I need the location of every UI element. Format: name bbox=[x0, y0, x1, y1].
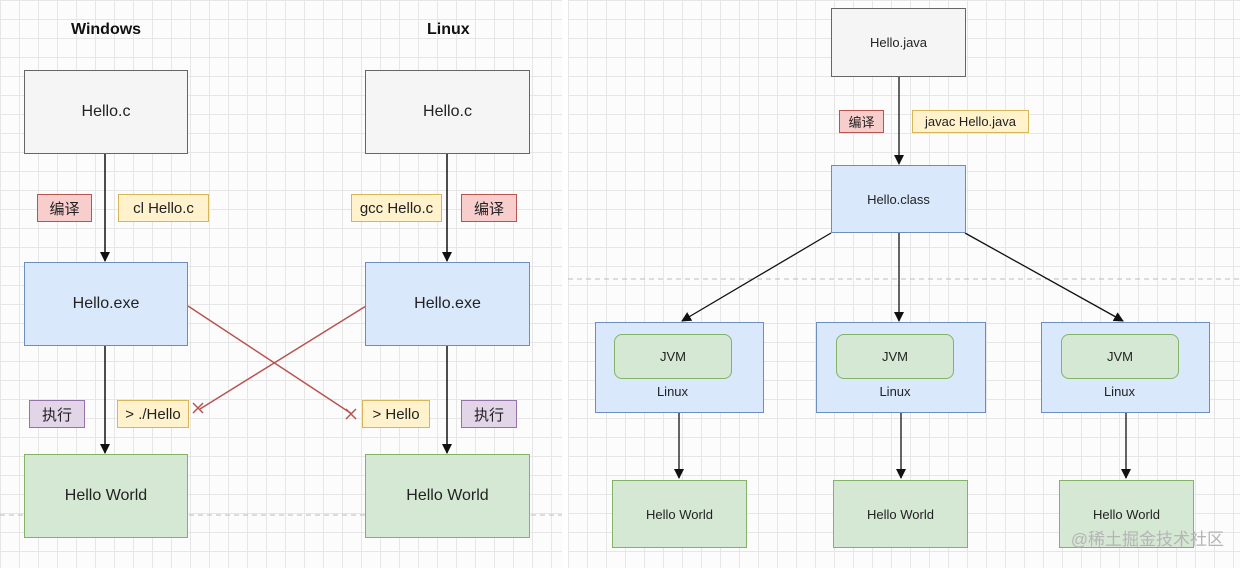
platform-1-os-label: Linux bbox=[656, 384, 689, 399]
platform-3-output-node: Hello World bbox=[1059, 480, 1194, 548]
windows-title: Windows bbox=[71, 21, 142, 38]
windows-compile-command: cl Hello.c bbox=[118, 194, 209, 222]
linux-run-tag: 执行 bbox=[461, 400, 517, 428]
java-compile-panel: Hello.java 编译 javac Hello.java Hello.cla… bbox=[568, 0, 1240, 568]
linux-exe-to-windows-cross-arrow bbox=[199, 305, 367, 410]
windows-run-command: > ./Hello bbox=[117, 400, 189, 428]
panel-divider bbox=[562, 0, 568, 568]
watermark: @稀土掘金技术社区 bbox=[1070, 530, 1224, 549]
platform-3-jvm: JVM bbox=[1061, 334, 1179, 379]
linux-exe-node: Hello.exe bbox=[365, 262, 530, 346]
linux-title: Linux bbox=[427, 21, 470, 38]
windows-compile-tag: 编译 bbox=[37, 194, 92, 222]
java-compile-tag: 编译 bbox=[839, 110, 884, 133]
linux-output-node: Hello World bbox=[365, 454, 530, 538]
right-connectors bbox=[568, 77, 1240, 479]
platform-2-output-node: Hello World bbox=[833, 480, 968, 548]
platform-3-os-label: Linux bbox=[1103, 384, 1136, 399]
windows-exe-node: Hello.exe bbox=[24, 262, 188, 346]
linux-source-node: Hello.c bbox=[365, 70, 530, 154]
platform-1-jvm: JVM bbox=[614, 334, 732, 379]
class-to-platform-3-arrow bbox=[964, 232, 1124, 322]
java-class-node: Hello.class bbox=[831, 165, 966, 233]
windows-exe-to-linux-cross-arrow bbox=[187, 305, 353, 415]
windows-source-node: Hello.c bbox=[24, 70, 188, 154]
java-compile-command: javac Hello.java bbox=[912, 110, 1029, 133]
linux-compile-tag: 编译 bbox=[461, 194, 517, 222]
linux-run-command: > Hello bbox=[362, 400, 430, 428]
native-compile-panel: Windows Linux Hello.c 编译 cl Hello.c Hell… bbox=[0, 0, 562, 568]
cross-mark-icon bbox=[345, 408, 357, 420]
windows-output-node: Hello World bbox=[24, 454, 188, 538]
platform-2-os-label: Linux bbox=[879, 384, 911, 399]
platform-1-output-node: Hello World bbox=[612, 480, 747, 548]
java-source-node: Hello.java bbox=[831, 8, 966, 77]
cross-mark-icon bbox=[192, 402, 204, 414]
platform-2-jvm: JVM bbox=[836, 334, 954, 379]
windows-run-tag: 执行 bbox=[29, 400, 85, 428]
linux-compile-command: gcc Hello.c bbox=[351, 194, 442, 222]
class-to-platform-1-arrow bbox=[681, 232, 832, 322]
